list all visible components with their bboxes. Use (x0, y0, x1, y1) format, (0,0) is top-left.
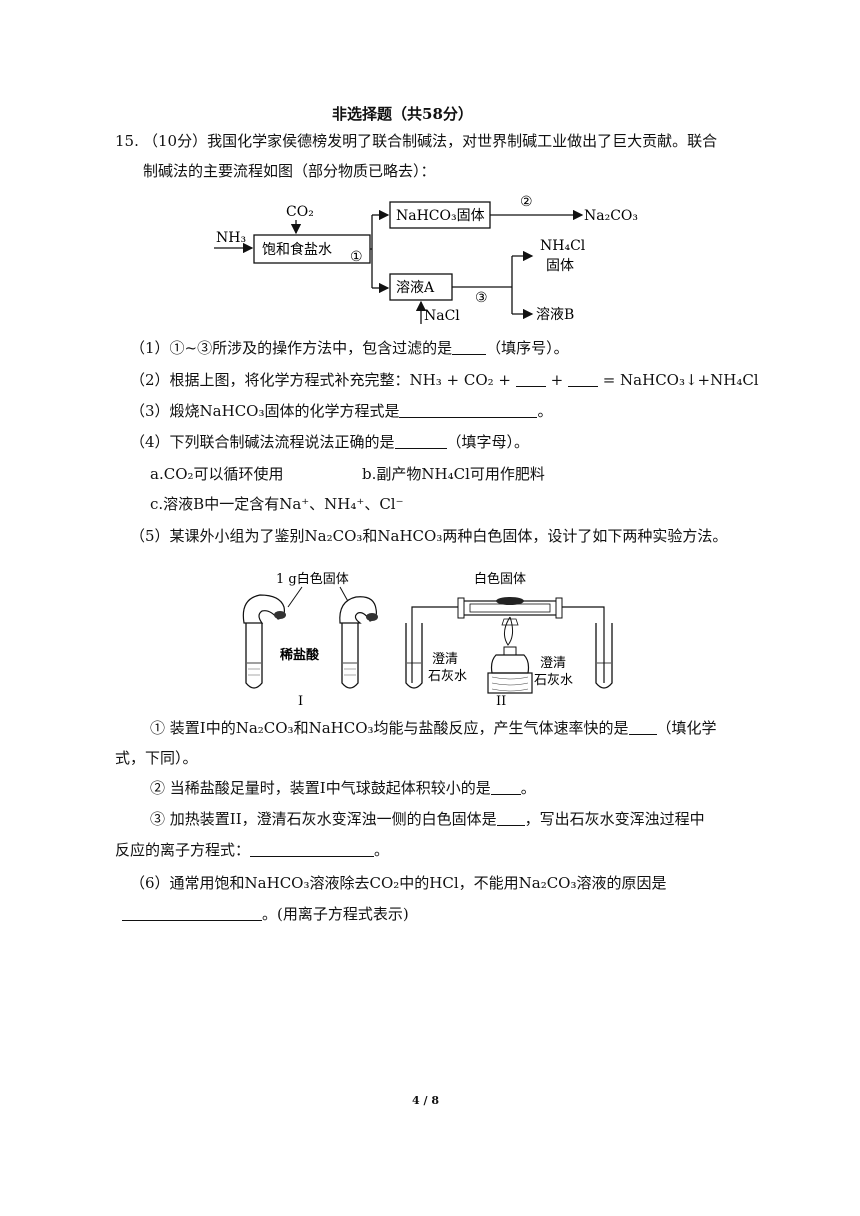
subq-6: （6）通常用饱和NaHCO₃溶液除去CO₂中的HCl，不能用Na₂CO₃溶液的原… (130, 874, 667, 892)
nh4cl-solid-label: 固体 (546, 258, 574, 274)
inner-tube (469, 603, 551, 613)
test-tube-left (245, 623, 263, 689)
answer-blank-2a[interactable] (515, 372, 546, 387)
nh4cl-label: NH₄Cl (540, 238, 586, 254)
label-lime-right-2: 石灰水 (534, 673, 573, 688)
step-1-label: ① (350, 249, 363, 265)
answer-blank-3[interactable] (399, 403, 538, 418)
intro-line-1: （10分）我国化学家侯德榜发明了联合制碱法，对世界制碱工业做出了巨大贡献。联合 (143, 132, 718, 150)
flame (504, 616, 514, 646)
delivery-pipe-right (562, 606, 605, 683)
subq-2: （2）根据上图，将化学方程式补充完整：NH₃ + CO₂ + + = NaHCO… (130, 371, 759, 389)
delivery-pipe-left (411, 606, 458, 683)
label-apparatus-2: II (496, 694, 506, 709)
process-flow-diagram: CO₂ NH₃ 饱和食盐水 ① NaHCO₃固体 ② Na₂CO₃ 溶液A Na… (214, 194, 638, 324)
solution-b-label: 溶液B (536, 307, 574, 323)
label-lime-left-1: 澄清 (432, 652, 458, 667)
subq-5: （5）某课外小组为了鉴别Na₂CO₃和NaHCO₃两种白色固体，设计了如下两种实… (130, 527, 728, 545)
nacl-label: NaCl (424, 308, 460, 324)
intro-line-2: 制碱法的主要流程如图（部分物质已略去）： (143, 162, 436, 180)
step-2-label: ② (520, 194, 533, 210)
na2co3-label: Na₂CO₃ (584, 208, 638, 224)
page-number: 4 / 8 (412, 1094, 439, 1107)
label-1g-white-solid: 1 g白色固体 (276, 571, 349, 587)
answer-blank-5-2[interactable] (490, 780, 521, 795)
label-apparatus-1: I (298, 694, 303, 709)
subq-5-3: ③ 加热装置II，澄清石灰水变浑浊一侧的白色固体是，写出石灰水变浑浊过程中 (150, 810, 705, 828)
option-c: c.溶液B中一定含有Na⁺、NH₄⁺、Cl⁻ (150, 495, 404, 513)
option-a: a.CO₂可以循环使用 (150, 465, 284, 483)
subq-5-2: ② 当稀盐酸足量时，装置I中气球鼓起体积较小的是。 (150, 779, 536, 797)
label-lime-right-1: 澄清 (540, 656, 566, 671)
question-number: 15. (115, 132, 139, 150)
test-tube-right (341, 623, 359, 689)
wooden-block (487, 672, 533, 694)
test-tube-lime-right (595, 623, 613, 689)
subq-5-1: ① 装置I中的Na₂CO₃和NaHCO₃均能与盐酸反应，产生气体速率快的是（填化… (150, 719, 717, 737)
co2-label: CO₂ (286, 204, 314, 220)
saturated-brine-label: 饱和食盐水 (262, 241, 332, 258)
alcohol-lamp (490, 654, 530, 674)
subq-4: （4）下列联合制碱法流程说法正确的是（填字母）。 (130, 433, 530, 451)
nahco3-label: NaHCO₃固体 (396, 208, 485, 224)
label-lime-left-2: 石灰水 (428, 669, 467, 684)
option-b: b.副产物NH₄Cl可用作肥料 (362, 465, 545, 483)
step-3-label: ③ (475, 290, 488, 306)
answer-blank-1[interactable] (452, 340, 487, 355)
answer-blank-5-3a[interactable] (496, 811, 525, 826)
subq-6-cont: 。(用离子方程式表示) (122, 904, 409, 924)
label-dilute-hcl: 稀盐酸 (280, 647, 320, 663)
subq-1: （1）①~③所涉及的操作方法中，包含过滤的是（填序号）。 (130, 339, 569, 357)
answer-blank-4[interactable] (394, 434, 447, 449)
answer-blank-5-3b[interactable] (250, 842, 375, 857)
subq-5-3-cont: 反应的离子方程式：。 (115, 841, 390, 859)
test-tube-lime-left (405, 623, 423, 689)
answer-blank-2b[interactable] (567, 372, 598, 387)
label-white-solid: 白色固体 (474, 571, 526, 587)
solution-a-label: 溶液A (396, 280, 435, 296)
nh3-label: NH₃ (216, 230, 246, 246)
answer-blank-5-1[interactable] (628, 720, 657, 735)
subq-5-1-cont: 式，下同）。 (115, 749, 198, 767)
answer-blank-6[interactable] (122, 906, 262, 921)
subq-3: （3）煅烧NaHCO₃固体的化学方程式是。 (130, 402, 553, 420)
apparatus-diagram: 1 g白色固体 稀盐酸 I 白色固体 澄清 石灰水 澄清 石灰水 II (242, 571, 613, 709)
section-title: 非选择题（共58分） (332, 105, 473, 123)
